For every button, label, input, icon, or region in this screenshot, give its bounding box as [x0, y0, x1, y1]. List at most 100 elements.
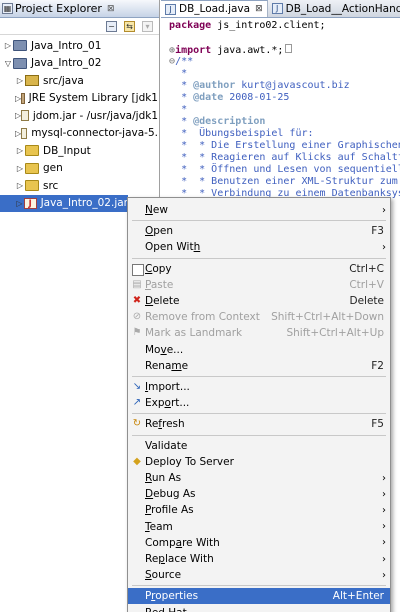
menu-item-shortcut: F5 — [371, 418, 384, 431]
menu-item-shortcut: Delete — [349, 295, 385, 307]
submenu-arrow-icon: › — [382, 521, 386, 533]
menu-item-new[interactable]: New› — [128, 202, 390, 218]
expanded-arrow-icon[interactable]: ▽ — [4, 58, 12, 68]
menu-item-validate[interactable]: Validate — [128, 438, 390, 454]
menu-separator — [132, 585, 386, 587]
menu-item-move[interactable]: Move... — [128, 342, 390, 358]
code-line: ⊕import java.awt.*; — [163, 44, 293, 56]
import-icon: ↘ — [132, 381, 142, 392]
tree-item[interactable]: ▷Java_Intro_01 — [0, 37, 158, 54]
menu-item-label: Import... — [145, 381, 190, 393]
menu-separator — [132, 413, 386, 415]
code-line: package js_intro02.client; — [169, 20, 326, 31]
delete-icon: ✖ — [132, 295, 142, 306]
project-explorer-tab[interactable]: ▦ Project Explorer ⊠ — [0, 0, 159, 18]
project-explorer-title: Project Explorer — [15, 2, 102, 15]
tree-item[interactable]: ▷ gen — [0, 160, 158, 177]
code-line: * * Benutzen einer XML-Struktur zum E — [175, 176, 400, 187]
menu-item-team[interactable]: Team› — [128, 519, 390, 535]
menu-item-debug-as[interactable]: Debug As› — [128, 486, 390, 502]
menu-item-label: Open — [145, 225, 174, 238]
collapsed-arrow-icon[interactable]: ▷ — [15, 93, 22, 103]
project-icon — [13, 57, 27, 69]
jar-icon — [21, 127, 28, 139]
collapsed-arrow-icon[interactable]: ▷ — [16, 146, 24, 155]
tree-item[interactable]: ▷ mysql-connector-java-5. — [0, 125, 158, 142]
menu-item-label: Profile As — [145, 504, 194, 517]
menu-item-replace-with[interactable]: Replace With› — [128, 551, 390, 567]
menu-item-label: Replace With — [145, 553, 214, 565]
code-line: * — [175, 104, 188, 115]
menu-item-run-as[interactable]: Run As› — [128, 470, 390, 486]
tree-item-label: src — [43, 179, 59, 192]
collapsed-arrow-icon[interactable]: ▷ — [16, 181, 24, 190]
menu-separator — [132, 220, 386, 222]
menu-item-deploy-to-server[interactable]: ◆Deploy To Server — [128, 454, 390, 470]
collapsed-arrow-icon[interactable]: ▷ — [16, 76, 24, 85]
menu-item-label: Copy — [145, 262, 172, 275]
collapsed-arrow-icon[interactable]: ▷ — [16, 163, 24, 173]
menu-separator — [132, 434, 386, 436]
collapsed-arrow-icon[interactable]: ▷ — [16, 198, 23, 208]
collapsed-arrow-icon[interactable]: ▷ — [15, 111, 22, 120]
tree-item-label: DB_Input — [43, 144, 91, 157]
collapsed-arrow-icon[interactable]: ▷ — [15, 128, 22, 138]
jar-file-icon: J — [23, 197, 37, 209]
code-line: * * Verbindung zu einem Datenbanksyst — [175, 188, 400, 199]
menu-item-label: Export... — [145, 397, 190, 410]
collapsed-arrow-icon[interactable]: ▷ — [4, 41, 12, 50]
menu-item-label: Red Hat — [145, 607, 187, 612]
package-folder-icon — [25, 75, 39, 86]
tab-close-icon[interactable]: ⊠ — [106, 3, 115, 14]
remove-context-icon: ⊘ — [132, 311, 142, 323]
tree-item[interactable]: ▷ jdom.jar - /usr/java/jdk1 — [0, 107, 158, 124]
explorer-toolbar: − ⇆ ▾ — [0, 18, 159, 35]
tree-item[interactable]: ▽Java_Intro_02 — [0, 55, 158, 72]
collapse-all-icon[interactable]: − — [106, 20, 117, 32]
tree-item[interactable]: ▷ DB_Input — [0, 142, 158, 159]
menu-item-shortcut: F2 — [371, 359, 384, 372]
tab-db-load-action-handler[interactable]: J DB_Load__ActionHandle — [268, 0, 400, 17]
library-icon — [21, 92, 25, 104]
menu-item-import[interactable]: ↘Import... — [128, 379, 390, 395]
menu-item-source[interactable]: Source› — [128, 567, 390, 583]
tree-item-label: JRE System Library [jdk1 — [28, 92, 158, 104]
tab-db-load-java[interactable]: J DB_Load.java ⊠ — [161, 0, 268, 17]
menu-item-open-with[interactable]: Open With› — [128, 239, 390, 255]
code-line: * Übungsbeispiel für: — [175, 128, 314, 139]
project-explorer-icon: ▦ — [2, 3, 13, 14]
menu-item-shortcut: Shift+Ctrl+Alt+Down — [271, 311, 384, 324]
submenu-arrow-icon: › — [382, 504, 386, 516]
tree-item[interactable]: ▷src/java — [0, 72, 158, 89]
menu-item-compare-with[interactable]: Compare With› — [128, 535, 390, 551]
menu-item-export[interactable]: ↗Export... — [128, 395, 390, 411]
menu-separator — [132, 376, 386, 377]
view-menu-icon[interactable]: ▾ — [142, 20, 153, 32]
menu-item-label: Move... — [145, 343, 184, 356]
menu-item-profile-as[interactable]: Profile As › — [128, 502, 390, 518]
link-with-editor-icon[interactable]: ⇆ — [124, 20, 135, 32]
code-line: * — [175, 68, 188, 79]
tree-item-label: gen — [43, 162, 63, 174]
tree-item[interactable]: ▷ src — [0, 177, 158, 194]
tree-item[interactable]: ▷ JRE System Library [jdk1 — [0, 90, 158, 107]
submenu-arrow-icon: › — [382, 488, 386, 500]
tree-item-label: jdom.jar - /usr/java/jdk1 — [32, 109, 158, 122]
tree-item-label: mysql-connector-java-5. — [31, 127, 158, 139]
jar-icon — [21, 110, 29, 121]
submenu-arrow-icon: › — [382, 537, 386, 549]
submenu-arrow-icon: › — [382, 569, 386, 581]
menu-item-red-hat[interactable]: Red Hat — [128, 605, 390, 612]
close-icon[interactable]: ⊠ — [255, 4, 263, 14]
